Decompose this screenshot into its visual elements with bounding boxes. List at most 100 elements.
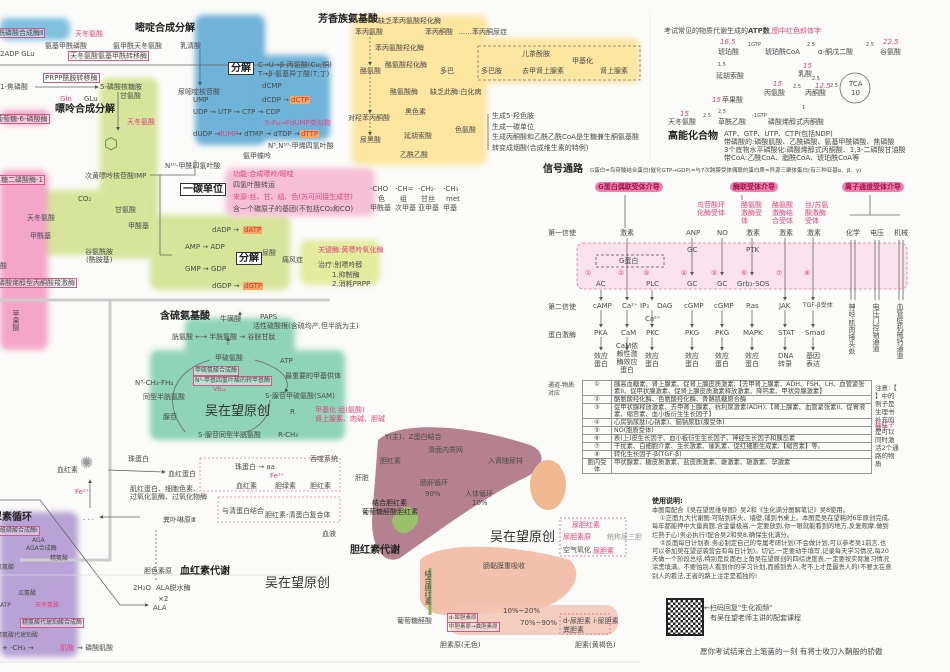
- colon-illustration: [448, 605, 618, 635]
- row-key: 胞内受体: [582, 458, 612, 474]
- pathway-number: ②: [618, 269, 625, 277]
- purine-highlight: [300, 240, 380, 285]
- aro-item: 酪氨酸: [360, 67, 381, 75]
- atp-edge: 2.5: [793, 84, 801, 90]
- catabolism-box: 分解: [228, 62, 254, 75]
- fbpase-enzyme: 果糖二磷酸酶-1: [0, 175, 45, 185]
- sulfur-item: 甲硫氨酸: [215, 354, 243, 362]
- bili-item: 空气氧化: [563, 546, 591, 554]
- heme-item: 过氧化氢酶、过氧化物酶: [130, 493, 207, 501]
- ion-channel-desc: 血管壁机械钙通道: [896, 303, 904, 359]
- protein-kinase: Smad: [805, 329, 825, 337]
- purine-highlight: [150, 215, 290, 290]
- group-name: 次甲基: [395, 204, 416, 212]
- enzyme-receptor-category: 酶联受体介导: [730, 182, 778, 192]
- heme-item: Fe²⁺: [270, 472, 285, 480]
- usage-p1: ①正面九大代谢图:可贴到床头、墙壁,铺到书桌上。本图是吴在望耗时6年原创完成,每…: [652, 515, 890, 539]
- aro-item: 生成5-羟色胺: [492, 112, 534, 120]
- pur-item: 甲酰基: [30, 232, 51, 240]
- atp-value: 12.5: [815, 82, 831, 90]
- bilirubin-title: 胆红素代谢: [350, 545, 400, 556]
- pathway-number: ⑤: [711, 269, 718, 277]
- urea-item: 天冬氨酸: [35, 602, 60, 609]
- bili-item: 葡萄糖醛酸: [397, 617, 432, 625]
- pyr-item: dCDP →: [262, 96, 290, 104]
- atp-value: 15: [803, 62, 812, 70]
- aro-item: 肾上腺素: [600, 67, 628, 75]
- first-messenger: 激素: [620, 229, 634, 237]
- pur-item: 次黄嘌呤核苷酸IMP: [85, 172, 147, 180]
- qr-code[interactable]: [666, 598, 704, 636]
- first-messenger: 激素: [746, 229, 760, 237]
- usage-text: 本图需配合《吴在望思维导图》吴2和《生化满分图解笔记》吴8使用。 ①正面九大代谢…: [652, 507, 892, 581]
- protein-kinase: STAT: [778, 329, 795, 337]
- pur-item: dADP →: [212, 226, 239, 234]
- bili-item: 胆素(黄褐色): [575, 641, 616, 649]
- pur-item: Gln: [60, 95, 72, 103]
- atp-edge: 2.5: [718, 109, 726, 115]
- pathway-number: ⑦: [776, 269, 783, 277]
- cps1-enzyme: 氨甲酰磷酸合成酶Ⅰ: [0, 526, 40, 536]
- prpp-enzyme: PRPP酰胺转移酶: [43, 73, 100, 83]
- row-substances: 胰高血糖素、肾上腺素、促肾上腺皮质激素;【去甲肾上腺素、ADH、FSH、LH、血…: [611, 380, 872, 396]
- qr-caption: 有吴在望老师主讲的配套课程: [710, 614, 801, 622]
- atp-header-bold: ATP数: [748, 27, 770, 35]
- bili-item: 尿胆红素: [572, 521, 600, 529]
- urea-item: ATP: [0, 602, 11, 609]
- bili-item: 滑面内质网: [428, 446, 463, 454]
- effect: 效应蛋白: [645, 352, 659, 368]
- row-key: ③: [582, 403, 612, 419]
- aro-item: 生成丙酮酸和乙酰乙酰CoA是生糖兼生酮氨基酸: [492, 133, 639, 141]
- pathway-number: ③: [643, 269, 650, 277]
- pur-item: dGDP →: [212, 282, 240, 290]
- effector-enzyme: GC: [687, 280, 698, 288]
- high-energy-line: 3个底物水平磷酸化:磷酸烯醇式丙酮酸、1,3-二磷酸甘油酸: [724, 146, 906, 154]
- group-name: 亚甲基: [418, 204, 439, 212]
- effect: CaM依赖性激酶效应蛋白: [615, 342, 639, 374]
- urea-highlight: [0, 512, 78, 657]
- aro-item: 苯丙氨酸: [355, 28, 383, 36]
- pyr-item: 乳清酸: [180, 42, 201, 50]
- second-messenger: Ras: [746, 302, 759, 310]
- urea-item: → 磷酸肌酸: [77, 644, 114, 652]
- effect: DNA转录: [778, 352, 794, 368]
- protein-kinase: CaM: [621, 329, 637, 337]
- atcase-enzyme: 天冬氨酸氨基甲酰转移酶: [68, 51, 149, 61]
- sulfur-item: PAPS: [260, 313, 278, 321]
- row-substances: NO(胞质受体): [611, 426, 872, 435]
- atp-node: 草酰乙酸: [718, 118, 746, 126]
- sulfur-item: VB₁₂: [213, 386, 227, 393]
- heme-item: 胆红素-清蛋白复合体: [265, 511, 331, 519]
- aro-item: 生成一碳单位: [492, 123, 534, 131]
- ion-channel-desc: 电压门控钠通道: [872, 303, 880, 352]
- bili-item: 葡萄糖醛酸胆红素: [362, 508, 418, 516]
- effector-enzyme: AC: [596, 280, 606, 288]
- signal-desc: G蛋白=鸟苷酸结合蛋白(催化GTP→GDP)=与7次跨膜受体偶联的蛋白质=异源三…: [590, 168, 862, 174]
- aro-item: 多巴: [440, 67, 454, 75]
- ion-channel-type: 电压: [870, 229, 884, 237]
- protein-kinase: PKA: [594, 329, 608, 337]
- sulfur-item: N⁵-CH₃-FH₄: [135, 379, 174, 387]
- row-key: ①: [582, 380, 612, 396]
- watermark: 吴在望原创: [490, 530, 556, 545]
- row-key: ④: [582, 418, 612, 427]
- aromatic-highlight: [470, 38, 640, 83]
- sulfur-item: 胱氨酸 ←→ 半胱氨酸 → 谷胱甘肽: [172, 333, 276, 341]
- atp-edge: 2.5: [866, 42, 874, 48]
- gallbladder-illustration: [392, 506, 419, 534]
- atp-header-pink: ,图中红色斜体字: [769, 27, 822, 35]
- enzyme-receptor-type: 鸟苷酸环化酶受体: [697, 201, 725, 217]
- group-name: 甲基: [443, 204, 457, 212]
- atp-edge: 1.5: [718, 62, 726, 68]
- pyr-item: dUMP: [218, 130, 238, 138]
- row-key: ⑥: [582, 434, 612, 443]
- bili-item: 10%~20%: [503, 607, 540, 615]
- bili-item: d-尿胆素 i-尿胆素: [563, 617, 619, 625]
- sulfur-item: 活性硫酸根(含硫均产,但半胱为主): [253, 322, 359, 330]
- bili-item: 90%: [425, 490, 441, 498]
- bili-item: 10%: [472, 499, 488, 507]
- creatine-label: 肌酸: [60, 644, 74, 652]
